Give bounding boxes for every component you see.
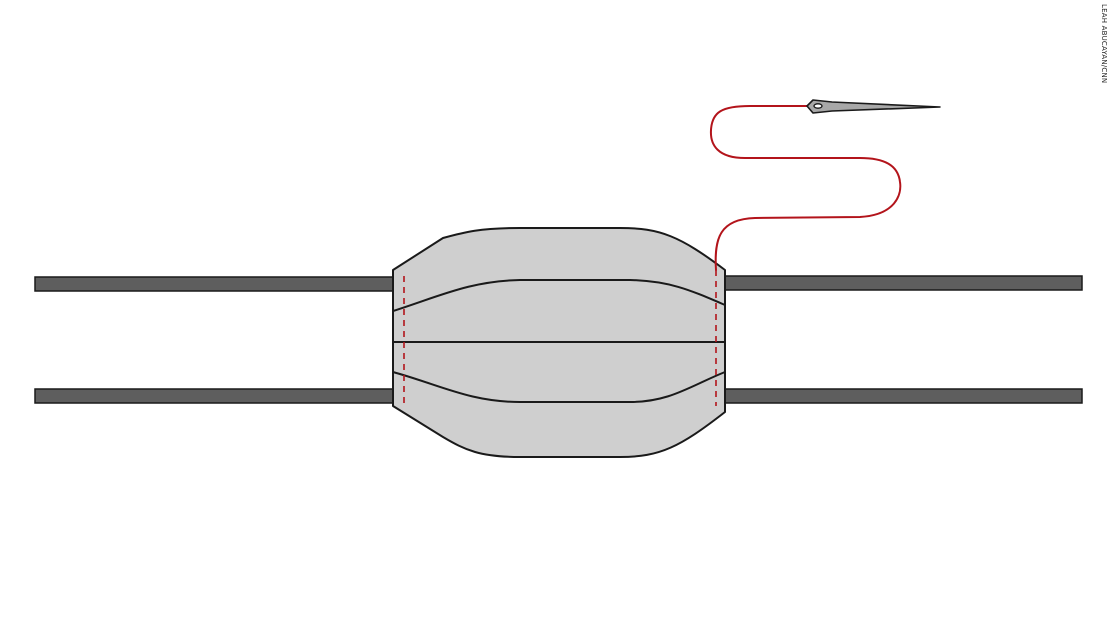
photo-credit: LEAH ABUCAYAN/CNN xyxy=(1100,4,1108,84)
right-bottom-strap xyxy=(719,388,1083,404)
right-top-strap xyxy=(719,275,1083,291)
sewing-needle-icon xyxy=(806,99,941,114)
left-bottom-strap xyxy=(34,388,396,404)
left-top-strap xyxy=(34,276,396,292)
needle-eye xyxy=(813,103,823,109)
thread-icon xyxy=(709,105,902,271)
pleat-top xyxy=(392,279,726,312)
pleat-bottom xyxy=(392,371,726,403)
